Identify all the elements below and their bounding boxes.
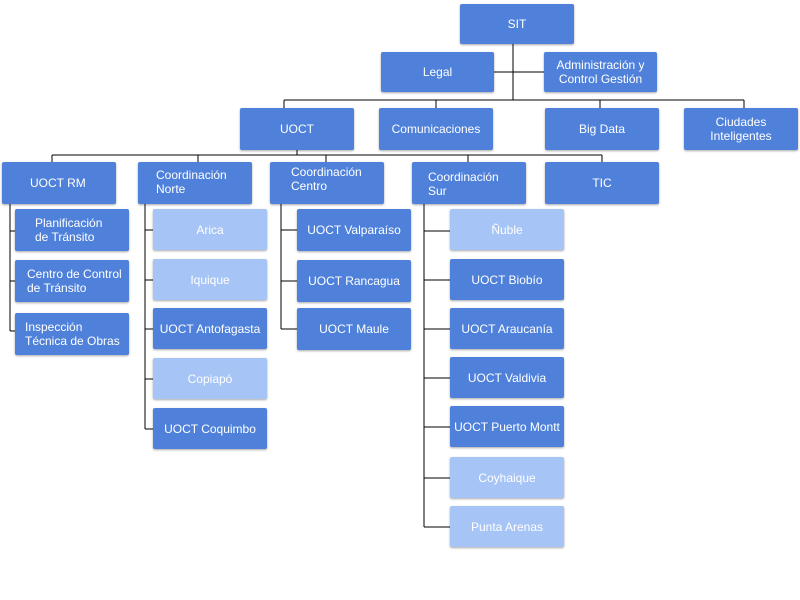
- node-coordinacion-norte: Coordinación Norte: [138, 162, 252, 204]
- node-centro-control-transito: Centro de Control de Tránsito: [15, 260, 129, 302]
- node-uoct-puerto-montt: UOCT Puerto Montt: [450, 406, 564, 447]
- node-comunicaciones: Comunicaciones: [379, 108, 493, 150]
- node-uoct-biobio: UOCT Biobío: [450, 259, 564, 300]
- node-nuble: Ñuble: [450, 209, 564, 250]
- node-uoct-maule: UOCT Maule: [297, 308, 411, 350]
- node-copiapo: Copiapó: [153, 358, 267, 399]
- node-ciudades-inteligentes: Ciudades Inteligentes: [684, 108, 798, 150]
- node-coyhaique: Coyhaique: [450, 457, 564, 498]
- node-uoct-valdivia: UOCT Valdivia: [450, 357, 564, 398]
- node-inspeccion-tecnica-obras: Inspección Técnica de Obras: [15, 313, 129, 355]
- node-iquique: Iquique: [153, 259, 267, 300]
- node-administracion: Administración y Control Gestión: [544, 52, 657, 92]
- node-uoct: UOCT: [240, 108, 354, 150]
- node-uoct-antofagasta: UOCT Antofagasta: [153, 308, 267, 349]
- node-legal: Legal: [381, 52, 494, 92]
- node-uoct-rm: UOCT RM: [2, 162, 116, 204]
- node-coordinacion-centro: Coordinación Centro: [270, 162, 384, 204]
- node-sit: SIT: [460, 4, 574, 44]
- node-arica: Arica: [153, 209, 267, 250]
- node-uoct-araucania: UOCT Araucanía: [450, 308, 564, 349]
- node-coordinacion-sur: Coordinación Sur: [412, 162, 526, 204]
- node-uoct-rancagua: UOCT Rancagua: [297, 260, 411, 302]
- node-big-data: Big Data: [545, 108, 659, 150]
- node-planificacion-transito: Planificación de Tránsito: [15, 209, 129, 251]
- node-punta-arenas: Punta Arenas: [450, 506, 564, 547]
- node-uoct-valparaiso: UOCT Valparaíso: [297, 209, 411, 251]
- node-uoct-coquimbo: UOCT Coquimbo: [153, 408, 267, 449]
- node-tic: TIC: [545, 162, 659, 204]
